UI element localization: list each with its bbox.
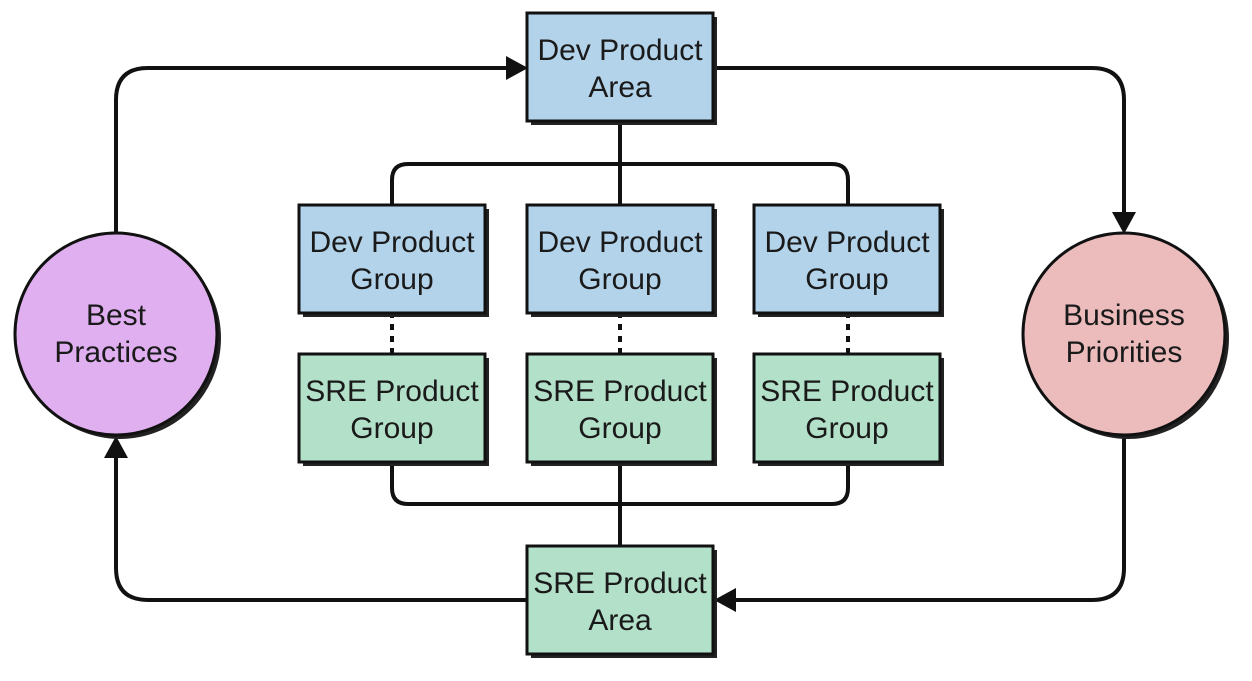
business-priorities-label-line2: Priorities bbox=[1066, 336, 1183, 369]
sre-product-group-1-label-line2: Group bbox=[350, 412, 433, 445]
sre-product-group-2-label-line2: Group bbox=[578, 412, 661, 445]
best-practices-label-line2: Practices bbox=[54, 336, 177, 369]
sre-product-area-label-line1: SRE Product bbox=[533, 567, 707, 600]
connector-business-priorities-to-sre-area bbox=[735, 438, 1126, 602]
arrowhead-into-dev-area bbox=[506, 56, 528, 80]
sre-product-area-label-line2: Area bbox=[588, 604, 652, 637]
dev-product-group-3-label-line1: Dev Product bbox=[764, 226, 930, 259]
dev-product-group-1-label-line1: Dev Product bbox=[309, 226, 475, 259]
dev-product-group-2-label-line2: Group bbox=[578, 263, 661, 296]
dev-product-group-2-node: Dev Product Group bbox=[525, 203, 717, 317]
arrowhead-into-sre-area bbox=[714, 588, 736, 612]
sre-product-group-2-label-line1: SRE Product bbox=[533, 375, 707, 408]
arrowhead-into-business-priorities bbox=[1112, 212, 1136, 234]
connector-best-practices-to-dev-area bbox=[114, 66, 508, 232]
sre-product-area-node: SRE Product Area bbox=[525, 544, 717, 658]
sre-product-group-3-node: SRE Product Group bbox=[752, 352, 944, 466]
business-priorities-node: Business Priorities bbox=[1021, 231, 1229, 439]
dev-product-area-label-line1: Dev Product bbox=[537, 34, 703, 67]
business-priorities-label-line1: Business bbox=[1063, 299, 1185, 332]
dev-product-area-label-line2: Area bbox=[588, 71, 652, 104]
dev-product-group-1-label-line2: Group bbox=[350, 263, 433, 296]
dev-product-group-3-node: Dev Product Group bbox=[752, 203, 944, 317]
dev-product-group-2-label-line1: Dev Product bbox=[537, 226, 703, 259]
sre-product-group-3-label-line1: SRE Product bbox=[760, 375, 934, 408]
sre-product-group-2-node: SRE Product Group bbox=[525, 352, 717, 466]
connector-dev-area-to-business-priorities bbox=[713, 66, 1126, 214]
dev-product-group-3-label-line2: Group bbox=[805, 263, 888, 296]
sre-product-group-1-node: SRE Product Group bbox=[297, 352, 489, 466]
connector-sre-area-to-best-practices bbox=[114, 456, 528, 602]
sre-product-group-1-label-line1: SRE Product bbox=[305, 375, 479, 408]
best-practices-node: Best Practices bbox=[13, 231, 221, 439]
dev-product-area-node: Dev Product Area bbox=[525, 11, 717, 125]
dev-product-group-1-node: Dev Product Group bbox=[297, 203, 489, 317]
sre-product-group-3-label-line2: Group bbox=[805, 412, 888, 445]
arrowhead-into-best-practices bbox=[104, 436, 128, 458]
connector-dev-groups-bracket bbox=[390, 162, 850, 206]
best-practices-label-line1: Best bbox=[86, 299, 147, 332]
